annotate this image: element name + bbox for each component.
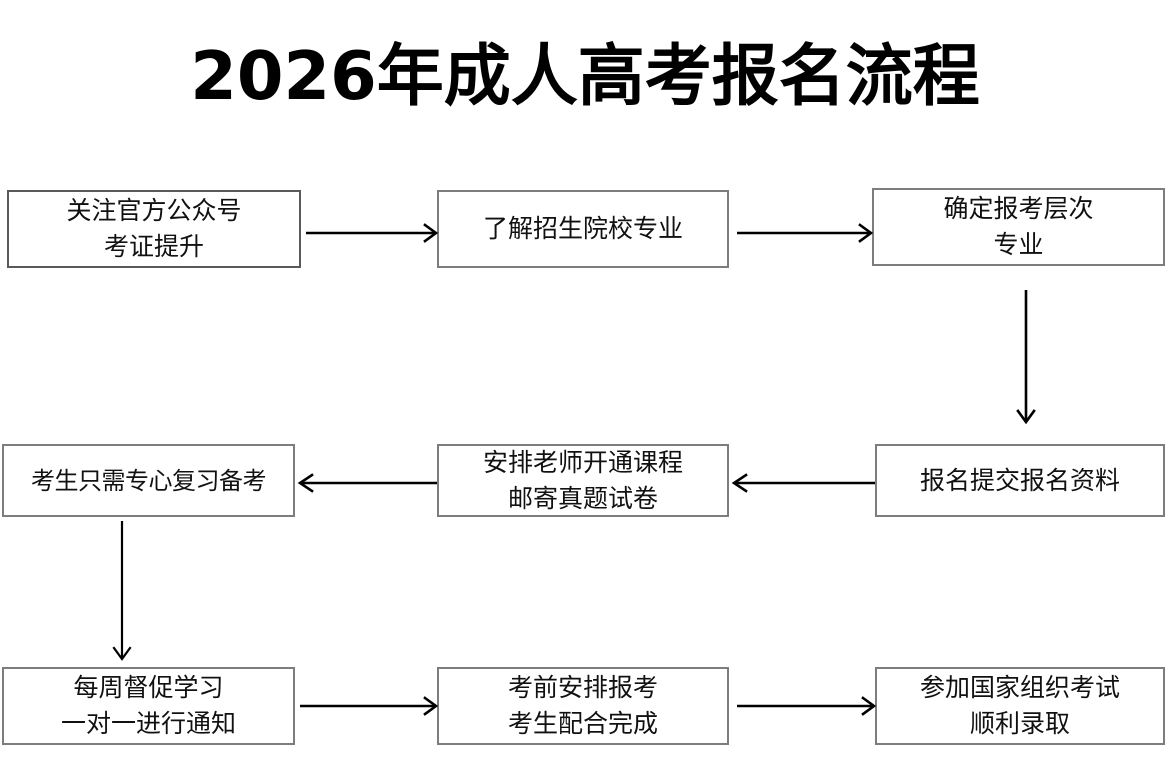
- node-line: 邮寄真题试卷: [507, 483, 658, 513]
- arrow-confirm-to-submit: [1015, 290, 1037, 425]
- flow-node-pre-exam-registration[interactable]: 考前安排报考 考生配合完成: [437, 667, 729, 745]
- node-line: 了解招生院校专业: [482, 214, 683, 243]
- node-line: 考生只需专心复习备考: [31, 466, 267, 495]
- node-line: 专业: [993, 230, 1044, 259]
- flow-node-follow-official-account[interactable]: 关注官方公众号 考证提升: [7, 190, 301, 268]
- node-line: 考生配合完成: [507, 709, 658, 738]
- flow-node-national-exam-admission[interactable]: 参加国家组织考试 顺利录取: [875, 667, 1165, 745]
- arrow-student-to-weekly: [111, 521, 133, 661]
- node-line: 参加国家组织考试: [919, 673, 1120, 702]
- arrow-weekly-to-preexam: [300, 695, 439, 717]
- arrow-submit-to-teacher: [731, 472, 875, 494]
- flow-node-weekly-study-supervision[interactable]: 每周督促学习 一对一进行通知: [2, 667, 295, 745]
- node-line: 考证提升: [103, 232, 204, 261]
- node-line: 关注官方公众号: [66, 196, 242, 225]
- node-line: 顺利录取: [969, 709, 1070, 738]
- flow-node-learn-schools-majors[interactable]: 了解招生院校专业: [437, 190, 729, 268]
- flow-node-teacher-opens-course[interactable]: 安排老师开通课程 邮寄真题试卷: [437, 444, 729, 517]
- node-line: 报名提交报名资料: [919, 465, 1120, 495]
- arrow-learn-to-confirm: [737, 222, 874, 244]
- flow-node-confirm-level-major[interactable]: 确定报考层次 专业: [872, 188, 1165, 266]
- node-line: 考前安排报考: [507, 673, 658, 702]
- arrow-follow-to-learn: [306, 222, 439, 244]
- flow-node-submit-application-materials[interactable]: 报名提交报名资料: [875, 444, 1165, 517]
- flow-node-student-focus-review[interactable]: 考生只需专心复习备考: [2, 444, 295, 517]
- arrow-preexam-to-admission: [737, 695, 877, 717]
- arrow-teacher-to-student: [297, 472, 437, 494]
- node-line: 每周督促学习: [73, 673, 224, 702]
- node-line: 一对一进行通知: [60, 709, 236, 738]
- page-title: 2026年成人高考报名流程: [190, 37, 980, 115]
- node-line: 安排老师开通课程: [482, 447, 683, 477]
- node-line: 确定报考层次: [943, 194, 1094, 223]
